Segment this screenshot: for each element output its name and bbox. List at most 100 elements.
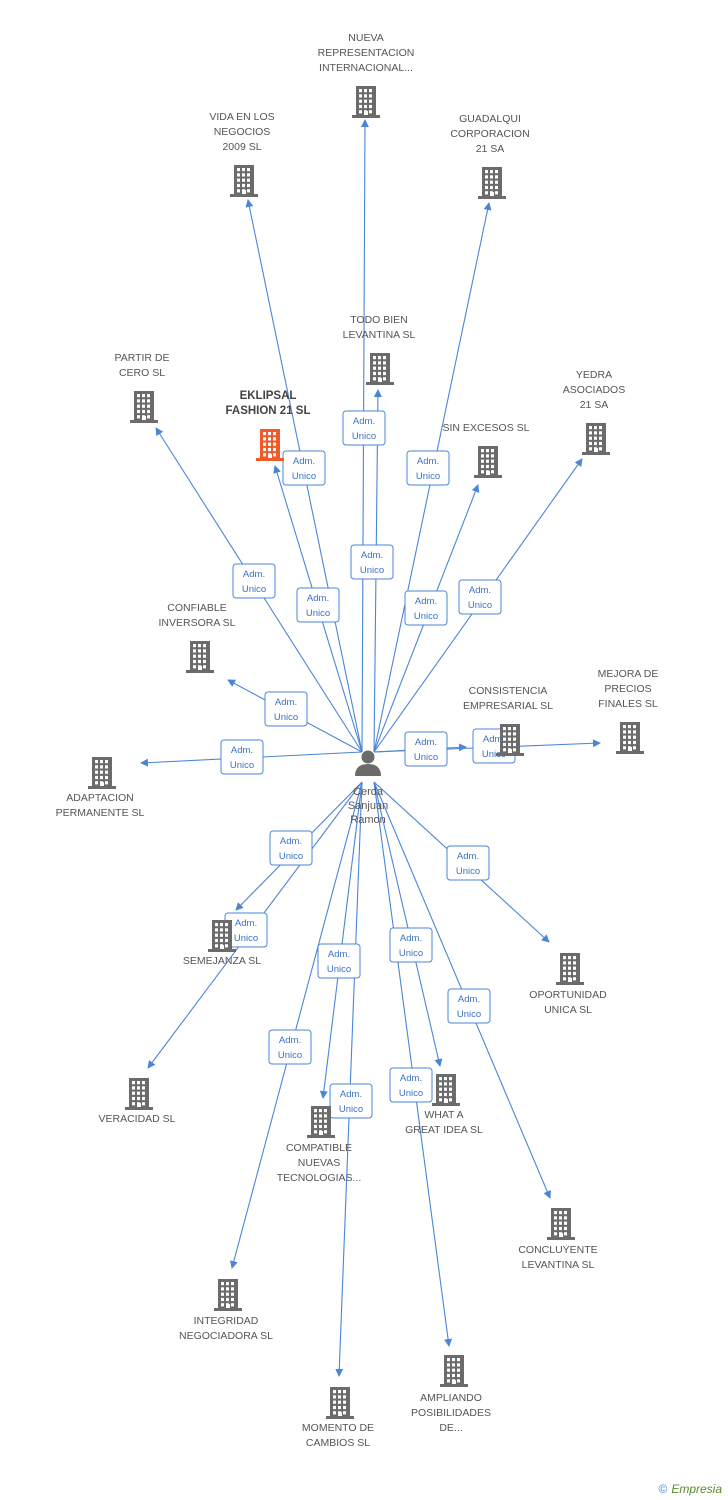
edge-label-text: Adm. <box>235 918 257 929</box>
edge-label-sinexcesos[interactable]: Adm.Unico <box>404 590 448 626</box>
edge-label-nueva[interactable]: Adm.Unico <box>342 410 386 446</box>
edge-label-box <box>389 927 433 963</box>
edge-label-text: Adm. <box>415 596 437 607</box>
edge-label-confiable[interactable]: Adm. Unico <box>264 691 308 727</box>
edge-label-text: Adm. <box>400 933 422 944</box>
building-icon <box>214 1279 242 1311</box>
company-label-line: REPRESENTACION <box>318 47 415 59</box>
edge-label-semejanza[interactable]: Adm.Unico <box>269 830 313 866</box>
edge-compatible <box>319 781 363 1099</box>
edge-label-text: Adm. <box>328 949 350 960</box>
company-label-line: INTERNACIONAL... <box>319 62 413 74</box>
edge-label-text: Unico <box>399 948 423 959</box>
building-icon <box>352 86 380 118</box>
edge-label-oportunidad[interactable]: Adm.Unico <box>446 845 490 881</box>
edge-label-box <box>232 563 276 599</box>
company-label-line: EMPRESARIAL SL <box>463 700 553 712</box>
company-label-line: TECNOLOGIAS... <box>277 1172 362 1184</box>
edge-label-text: Adm. <box>275 697 297 708</box>
edge-label-box <box>350 544 394 580</box>
company-label-line: FINALES SL <box>598 698 658 710</box>
edge-label-text: Adm. <box>415 737 437 748</box>
edge-label-integridad[interactable]: Adm.Unico <box>268 1029 312 1065</box>
edge-label-text: Unico <box>274 712 298 723</box>
edge-label-veracidad[interactable]: Adm.Unico <box>224 912 268 948</box>
edge-label-text: Adm. <box>400 1073 422 1084</box>
edge-label-box <box>282 450 326 486</box>
company-label-line: WHAT A <box>424 1109 463 1121</box>
edge-label-box <box>317 943 361 979</box>
edge-label-partir[interactable]: Adm.Unico <box>232 563 276 599</box>
edge-label-yedra[interactable]: Adm.Unico <box>458 579 502 615</box>
edge-label-adaptacion[interactable]: Adm.Unico <box>220 739 264 775</box>
edge-label-text: Adm. <box>457 851 479 862</box>
edge-label-vida[interactable]: Adm.Unico <box>296 587 340 623</box>
edge-label-box <box>220 739 264 775</box>
company-label-line: MOMENTO DE <box>302 1422 374 1434</box>
company-label-line: NEGOCIOS <box>214 126 271 138</box>
edge-label-text: Adm. <box>417 456 439 467</box>
edge-label-box <box>296 587 340 623</box>
edge-whata <box>373 781 443 1067</box>
edge-label-momento[interactable]: Adm.Unico <box>329 1083 373 1119</box>
company-node-compatible[interactable]: COMPATIBLENUEVASTECNOLOGIAS... <box>277 1106 362 1184</box>
company-label-line: OPORTUNIDAD <box>529 989 607 1001</box>
company-label-line: PRECIOS <box>604 683 651 695</box>
company-label-line: NUEVA <box>348 32 383 44</box>
edge-label-eklipsal[interactable]: Adm.Unico <box>282 450 326 486</box>
person-label-line-2: Sanjuan <box>348 800 388 812</box>
edge-label-whata[interactable]: Adm. Unico <box>389 927 433 963</box>
edge-label-box <box>269 830 313 866</box>
edge-label-text: Unico <box>414 752 438 763</box>
company-node-veracidad[interactable]: VERACIDAD SL <box>98 1078 176 1125</box>
edge-label-todobien[interactable]: Adm.Unico <box>350 544 394 580</box>
company-node-oportunidad[interactable]: OPORTUNIDAD UNICA SL <box>529 953 607 1016</box>
company-node-sinexcesos[interactable]: SIN EXCESOS SL <box>443 422 530 478</box>
edge-label-compatible[interactable]: Adm.Unico <box>317 943 361 979</box>
edge-label-text: Adm. <box>293 456 315 467</box>
edge-label-text: Unico <box>352 431 376 442</box>
building-icon <box>125 1078 153 1110</box>
edge-label-text: Adm. <box>340 1089 362 1100</box>
person-icon <box>355 750 381 776</box>
edge-label-guadalqui[interactable]: Adm.Unico <box>406 450 450 486</box>
edge-label-text: Unico <box>279 851 303 862</box>
edge-label-consistencia[interactable]: Adm. Unico <box>404 731 448 767</box>
building-icon <box>440 1355 468 1387</box>
center-person[interactable]: Cerda Sanjuan Ramon <box>348 750 388 827</box>
company-node-nueva[interactable]: NUEVA REPRESENTACION INTERNACIONAL... <box>318 32 415 118</box>
building-icon <box>307 1106 335 1138</box>
edge-label-box <box>268 1029 312 1065</box>
edge-ampliando <box>373 781 453 1347</box>
building-icon <box>88 757 116 789</box>
edge-label-box <box>404 731 448 767</box>
company-label-line: DE... <box>439 1422 462 1434</box>
company-label-line: LEVANTINA SL <box>522 1259 595 1271</box>
company-label-line: COMPATIBLE <box>286 1142 352 1154</box>
edge-label-concluyente[interactable]: Adm.Unico <box>447 988 491 1024</box>
company-label-line: UNICA SL <box>544 1004 592 1016</box>
footer-brand[interactable]: ©Empresia <box>658 1482 722 1496</box>
edge-label-text: Adm. <box>243 569 265 580</box>
person-label-line-3: Ramon <box>350 814 385 826</box>
company-node-ampliando[interactable]: AMPLIANDOPOSIBILIDADESDE... <box>411 1355 491 1434</box>
edge-momento <box>335 781 363 1377</box>
edge-label-ampliando[interactable]: Adm.Unico <box>389 1067 433 1103</box>
company-node-semejanza[interactable]: SEMEJANZA SL <box>183 920 261 967</box>
building-icon <box>556 953 584 985</box>
building-icon <box>130 391 158 423</box>
